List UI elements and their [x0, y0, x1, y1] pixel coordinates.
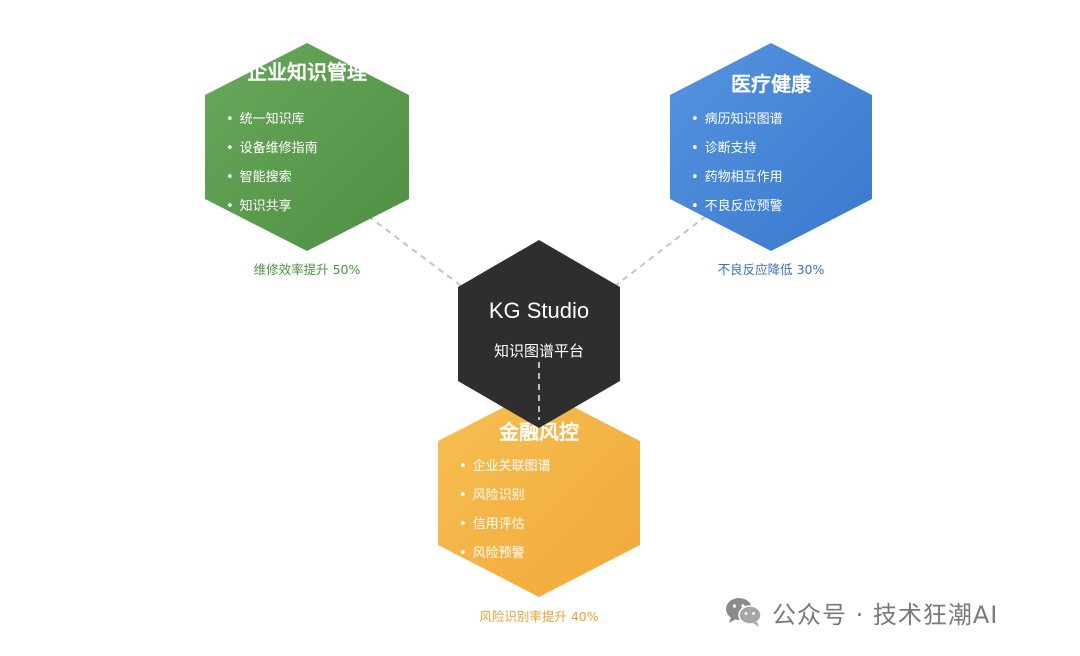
feature-list: 企业关联图谱 风险识别 信用评估 风险预警 [459, 452, 551, 568]
list-item: 智能搜索 [226, 163, 318, 192]
metric-medical: 不良反应降低 30% [717, 262, 825, 277]
list-item: 不良反应预警 [691, 192, 783, 221]
list-item: 设备维修指南 [226, 134, 318, 163]
hex-medical-health: 医疗健康 病历知识图谱 诊断支持 药物相互作用 不良反应预警 [670, 43, 872, 251]
watermark: 公众号 · 技术狂潮AI [724, 594, 998, 630]
list-item: 企业关联图谱 [459, 452, 551, 481]
list-item: 风险识别 [459, 481, 551, 510]
feature-list: 统一知识库 设备维修指南 智能搜索 知识共享 [226, 105, 318, 221]
list-item: 病历知识图谱 [691, 105, 783, 134]
watermark-text: 公众号 · 技术狂潮AI [772, 600, 999, 629]
center-title: KG Studio [488, 298, 590, 323]
wechat-icon [726, 598, 762, 627]
list-item: 风险预警 [459, 539, 551, 568]
hex-center-platform: KG Studio 知识图谱平台 [458, 240, 620, 428]
hex-enterprise-knowledge: 企业知识管理 统一知识库 设备维修指南 智能搜索 知识共享 [205, 43, 409, 251]
list-item: 统一知识库 [226, 105, 318, 134]
metric-finance: 风险识别率提升 40% [479, 609, 599, 624]
hex-title: 医疗健康 [731, 72, 811, 96]
hex-title: 企业知识管理 [247, 60, 367, 84]
center-subtitle: 知识图谱平台 [493, 342, 584, 360]
list-item: 诊断支持 [691, 134, 783, 163]
metric-enterprise: 维修效率提升 50% [253, 262, 361, 277]
list-item: 信用评估 [459, 510, 551, 539]
feature-list: 病历知识图谱 诊断支持 药物相互作用 不良反应预警 [691, 105, 783, 221]
list-item: 药物相互作用 [691, 163, 783, 192]
list-item: 知识共享 [226, 192, 318, 221]
